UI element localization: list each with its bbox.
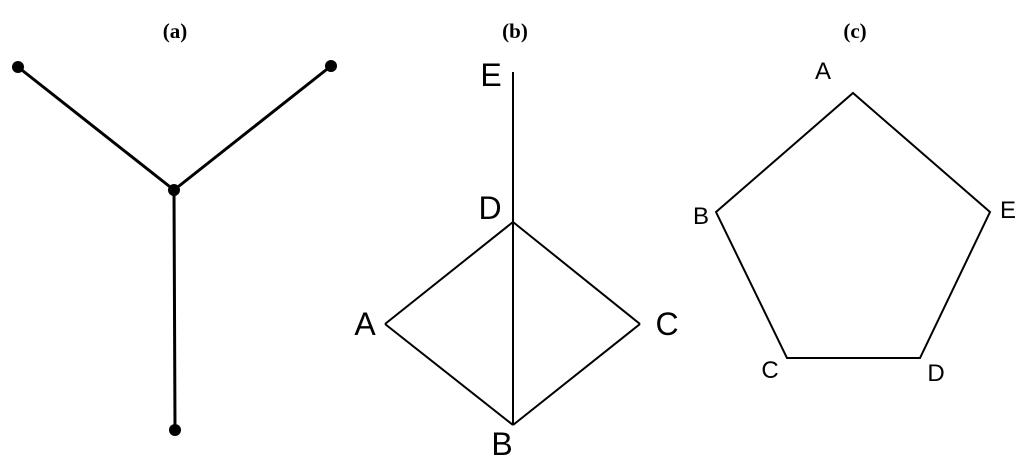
node-bottom bbox=[169, 424, 181, 436]
vertex-label-E: E bbox=[1000, 197, 1016, 224]
edge-center-bottom bbox=[172, 188, 177, 432]
edge-center-upper-left bbox=[16, 65, 176, 192]
panel-a: (a) bbox=[12, 19, 337, 436]
vertex-label-B: B bbox=[491, 426, 512, 462]
panel-c: (c) A B E C D bbox=[693, 19, 1016, 387]
edge-C-B bbox=[512, 323, 641, 426]
vertex-label-C: C bbox=[761, 357, 778, 384]
edge-D-A bbox=[384, 221, 514, 325]
vertex-label-D: D bbox=[478, 190, 501, 226]
edge-D-C bbox=[512, 221, 641, 325]
panel-c-title: (c) bbox=[843, 19, 866, 43]
node-upper-right bbox=[325, 60, 337, 72]
vertex-label-B: B bbox=[693, 203, 709, 230]
panel-b: (b) E D A C B bbox=[354, 19, 678, 462]
pentagon-cycle bbox=[714, 91, 992, 359]
vertex-label-A: A bbox=[354, 306, 376, 342]
vertex-label-A: A bbox=[815, 58, 831, 85]
vertex-label-E: E bbox=[480, 57, 501, 93]
edge-A-B bbox=[384, 323, 514, 426]
vertex-label-C: C bbox=[655, 306, 678, 342]
node-upper-left bbox=[12, 61, 24, 73]
panel-b-title: (b) bbox=[502, 19, 528, 43]
panel-a-title: (a) bbox=[163, 19, 188, 43]
edge-center-upper-right bbox=[172, 64, 333, 192]
vertex-label-D: D bbox=[927, 360, 944, 387]
node-center bbox=[168, 184, 180, 196]
